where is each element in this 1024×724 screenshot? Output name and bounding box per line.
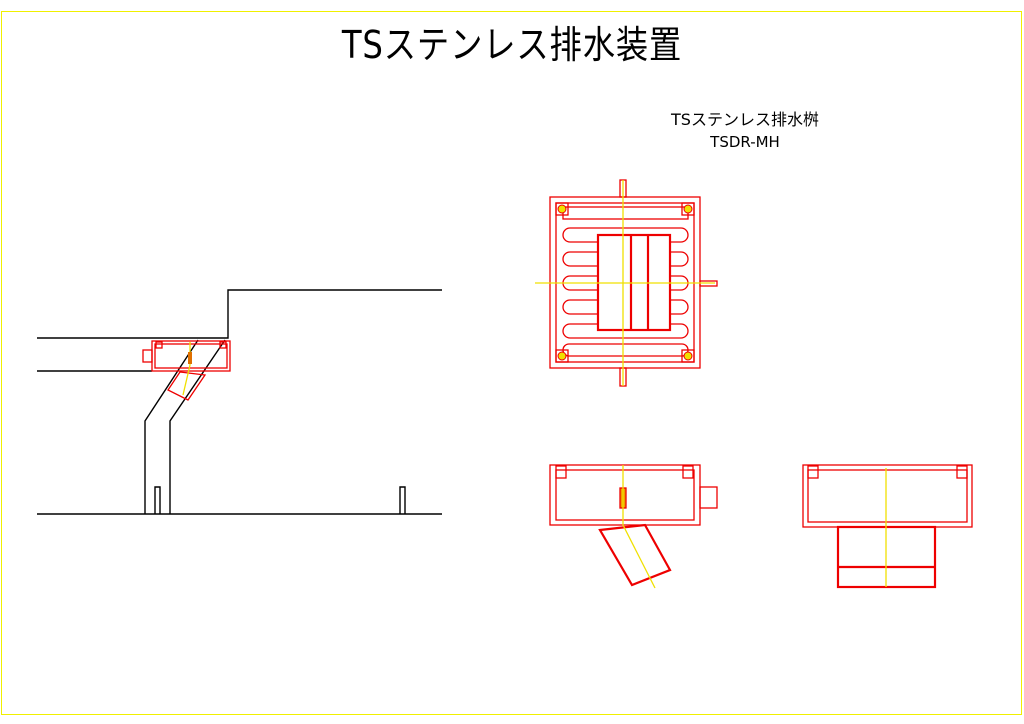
front-view bbox=[802, 464, 973, 589]
installation-section-view bbox=[37, 289, 442, 515]
drawing-title: TSステンレス排水装置 bbox=[341, 23, 683, 67]
side-view bbox=[549, 464, 718, 589]
product-name: TSステンレス排水桝 bbox=[671, 110, 819, 129]
drawing-border bbox=[1, 11, 1022, 715]
product-code: TSDR-MH bbox=[710, 133, 780, 151]
plan-view bbox=[535, 179, 718, 387]
